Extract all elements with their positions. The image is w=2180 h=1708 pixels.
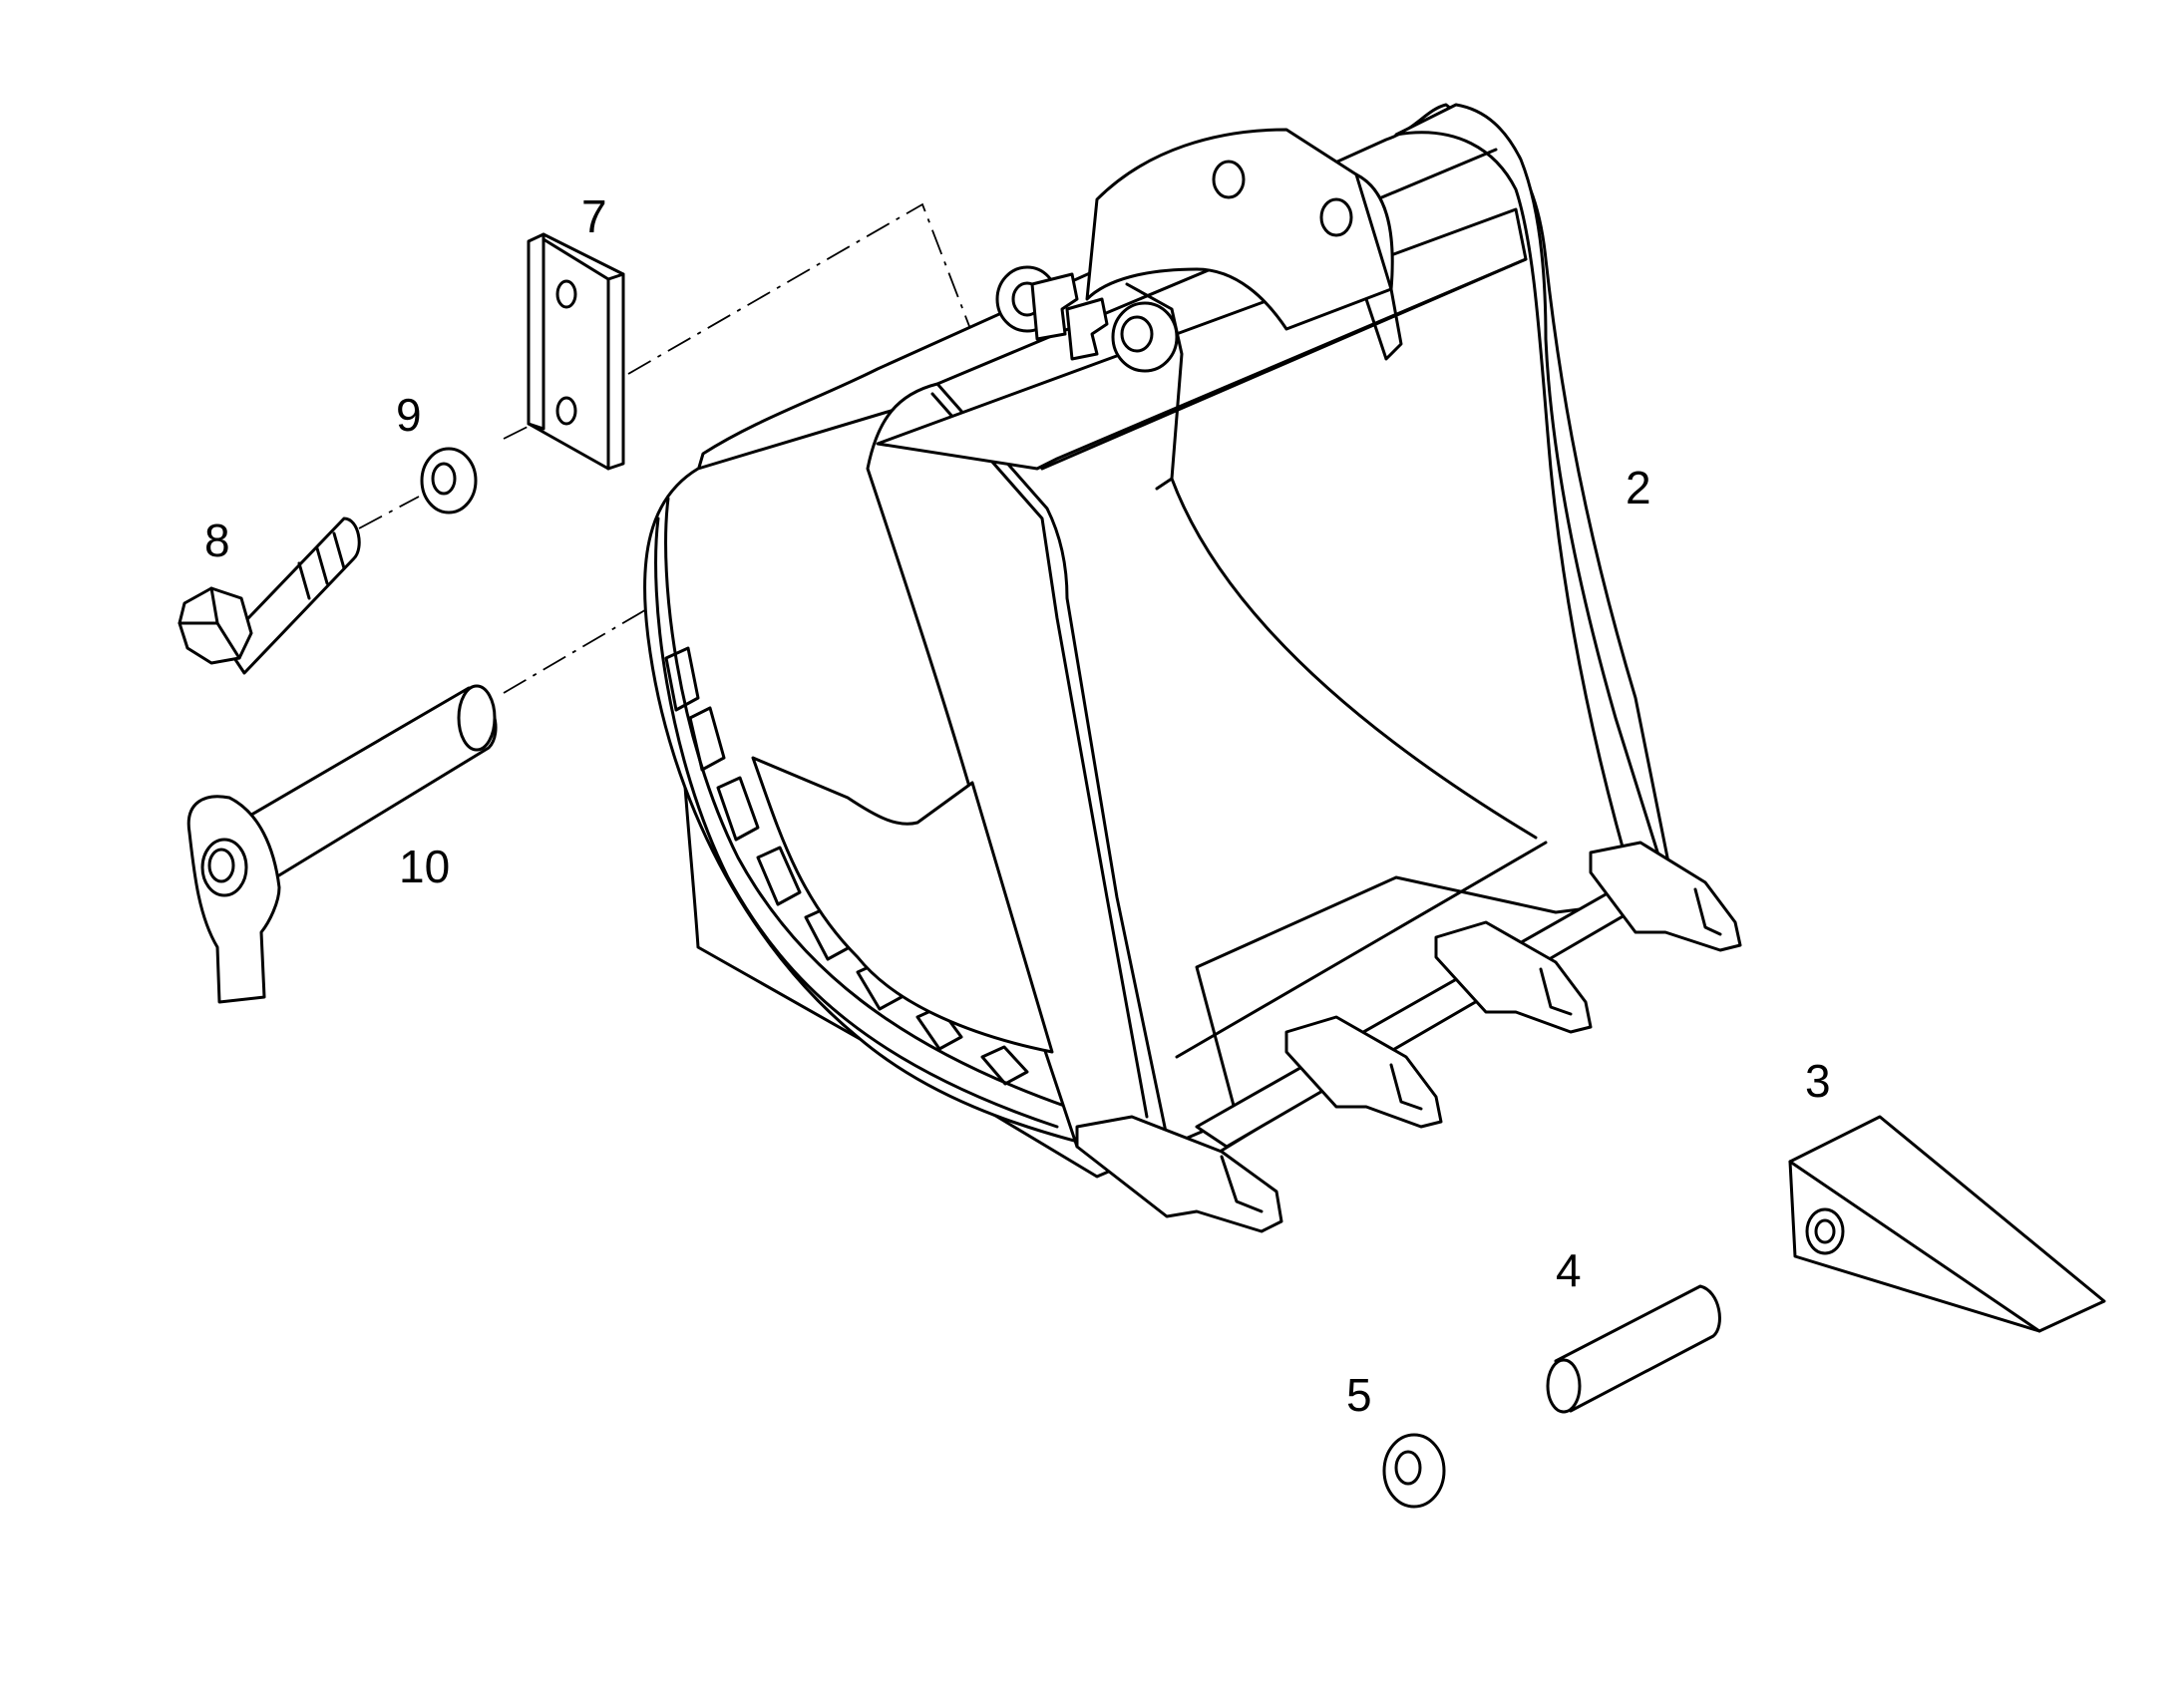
part-8-bolt: [178, 516, 361, 675]
part-5-washer: [1382, 1433, 1446, 1509]
callout-10: 10: [399, 841, 450, 892]
callout-8: 8: [204, 514, 230, 566]
part-3-tooth: [1788, 1115, 2106, 1333]
shell-wear-strips: [664, 646, 1029, 1086]
callout-5: 5: [1346, 1369, 1372, 1421]
part-9-washer: [420, 447, 478, 514]
callout-9: 9: [396, 389, 422, 441]
callout-4: 4: [1556, 1244, 1582, 1296]
bucket-teeth: [1075, 841, 1742, 1233]
callout-3: 3: [1805, 1055, 1831, 1107]
part-10-pin: [186, 684, 498, 1004]
callout-2: 2: [1626, 462, 1651, 513]
callout-labels: 2 3 4 5 7 8 9 10: [204, 190, 1831, 1421]
callout-7: 7: [581, 190, 607, 242]
linkage-bushings: [995, 265, 1179, 373]
part-2-bucket: [643, 103, 1742, 1233]
part-7-plate: [527, 232, 625, 471]
part-4-pin: [1546, 1284, 1721, 1414]
